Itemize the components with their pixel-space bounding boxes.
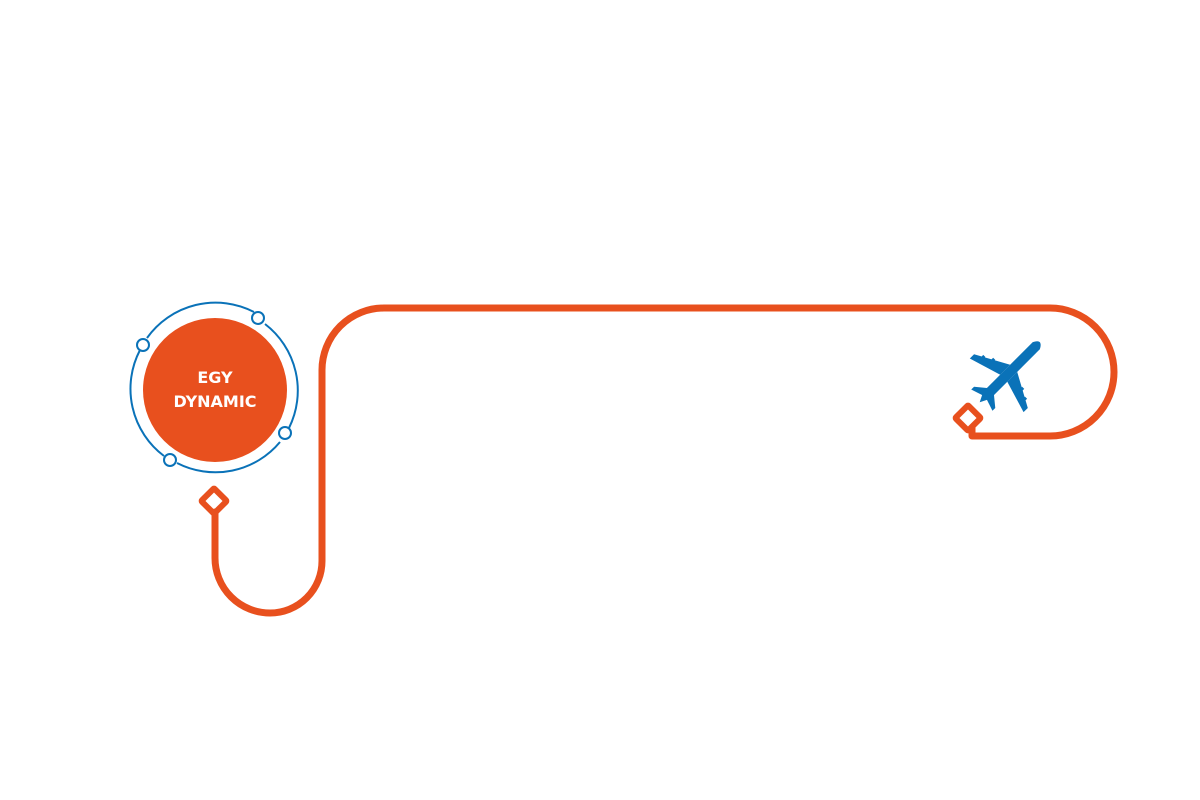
start-marker	[198, 485, 230, 517]
logo-circle	[143, 318, 287, 462]
logo-ring	[129, 301, 299, 474]
ring-node	[251, 311, 265, 325]
logo-text-line2: DYNAMIC	[173, 392, 257, 411]
ring-node	[278, 426, 292, 440]
airplane-icon	[969, 341, 1041, 413]
ring-arc-left	[129, 349, 165, 457]
route-path	[211, 304, 1118, 617]
ring-node	[136, 338, 150, 352]
ring-arc-right	[264, 323, 299, 429]
logo-text-line1: EGY	[197, 368, 233, 387]
ring-arc-bottom	[176, 441, 281, 474]
ring-arc-top	[146, 301, 255, 339]
ring-node	[163, 453, 177, 467]
ring-nodes	[136, 311, 292, 467]
end-marker	[952, 402, 984, 434]
logo-text: EGY DYNAMIC	[143, 318, 287, 462]
